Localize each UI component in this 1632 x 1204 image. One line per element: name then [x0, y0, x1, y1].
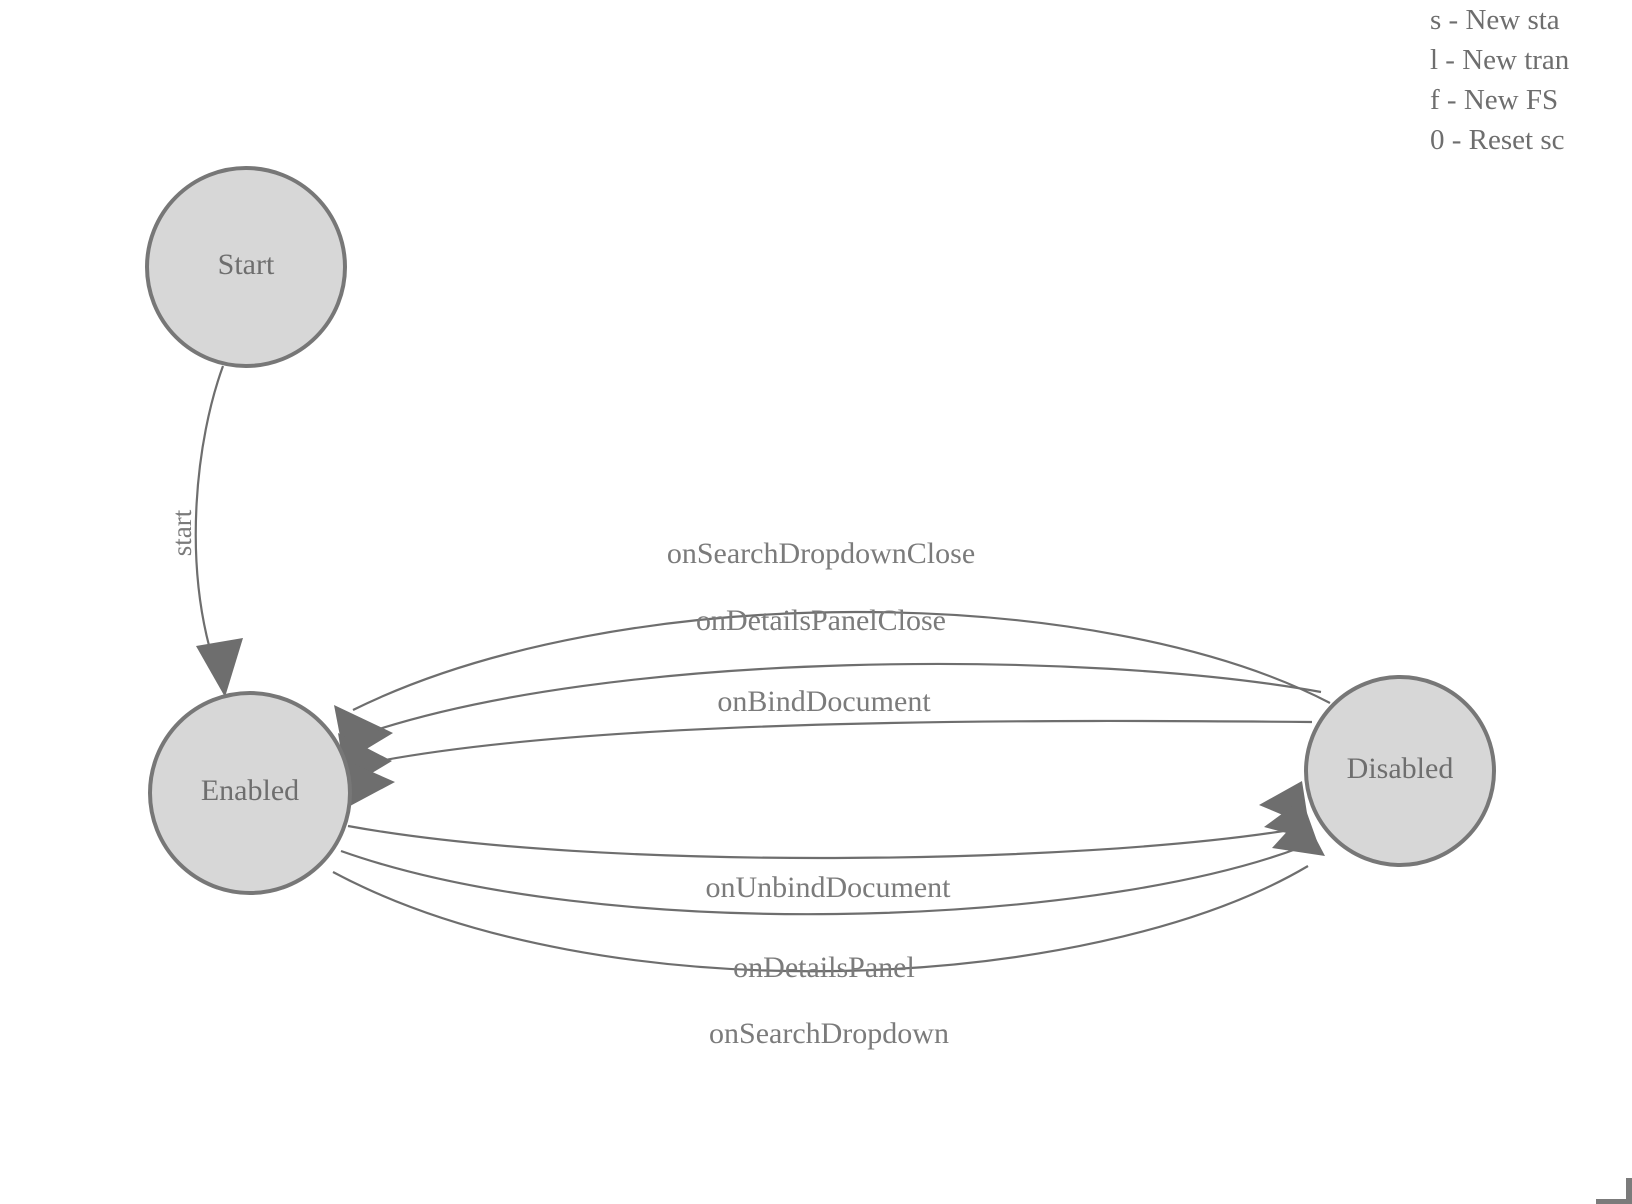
- horizontal-scrollbar-thumb[interactable]: [1596, 1199, 1632, 1204]
- edge-label-ondetailspanel: onDetailsPanel: [733, 951, 915, 984]
- node-enabled-label: Enabled: [201, 774, 299, 807]
- edge-onsearchdropdown-path: [332, 865, 1309, 973]
- edge-onunbinddocument-path: [347, 824, 1291, 860]
- edge-ondetailspanelclose-path: [357, 662, 1322, 738]
- edge-ondetailspanel-path: [340, 846, 1300, 916]
- edge-onunbinddocument[interactable]: [347, 781, 1309, 860]
- edge-label-onbinddocument: onBindDocument: [717, 685, 931, 718]
- node-disabled[interactable]: Disabled: [1304, 675, 1496, 867]
- edge-onsearchdropdown-arrowhead: [1272, 814, 1325, 856]
- edge-start-path: [194, 365, 225, 661]
- node-disabled-circle[interactable]: [1304, 675, 1496, 867]
- node-start-label: Start: [218, 248, 275, 281]
- edge-onsearchdropdown[interactable]: [332, 814, 1325, 973]
- edge-label-start: start: [167, 509, 197, 556]
- edge-label-onsearchdropdown: onSearchDropdown: [709, 1017, 949, 1050]
- vertical-scrollbar-thumb[interactable]: [1626, 1178, 1632, 1204]
- node-start-circle[interactable]: [145, 166, 347, 368]
- node-enabled-circle[interactable]: [148, 691, 352, 895]
- edge-label-onsearchdropdownclose: onSearchDropdownClose: [667, 537, 975, 570]
- edge-start[interactable]: [194, 365, 243, 697]
- edge-onsearchdropdownclose-path: [352, 610, 1331, 711]
- edge-onbinddocument-path: [363, 719, 1313, 766]
- node-start[interactable]: Start: [145, 166, 347, 368]
- edge-ondetailspanelclose[interactable]: [338, 662, 1322, 788]
- edge-label-onunbinddocument: onUnbindDocument: [706, 871, 952, 904]
- edge-onbinddocument-arrowhead: [345, 760, 395, 806]
- edge-onbinddocument[interactable]: [345, 719, 1313, 806]
- node-enabled[interactable]: Enabled: [148, 691, 352, 895]
- edge-label-ondetailspanelclose: onDetailsPanelClose: [696, 604, 946, 637]
- scrollbar-corner[interactable]: [1596, 1178, 1632, 1204]
- node-disabled-label: Disabled: [1347, 752, 1454, 785]
- edge-start-arrowhead: [196, 638, 243, 697]
